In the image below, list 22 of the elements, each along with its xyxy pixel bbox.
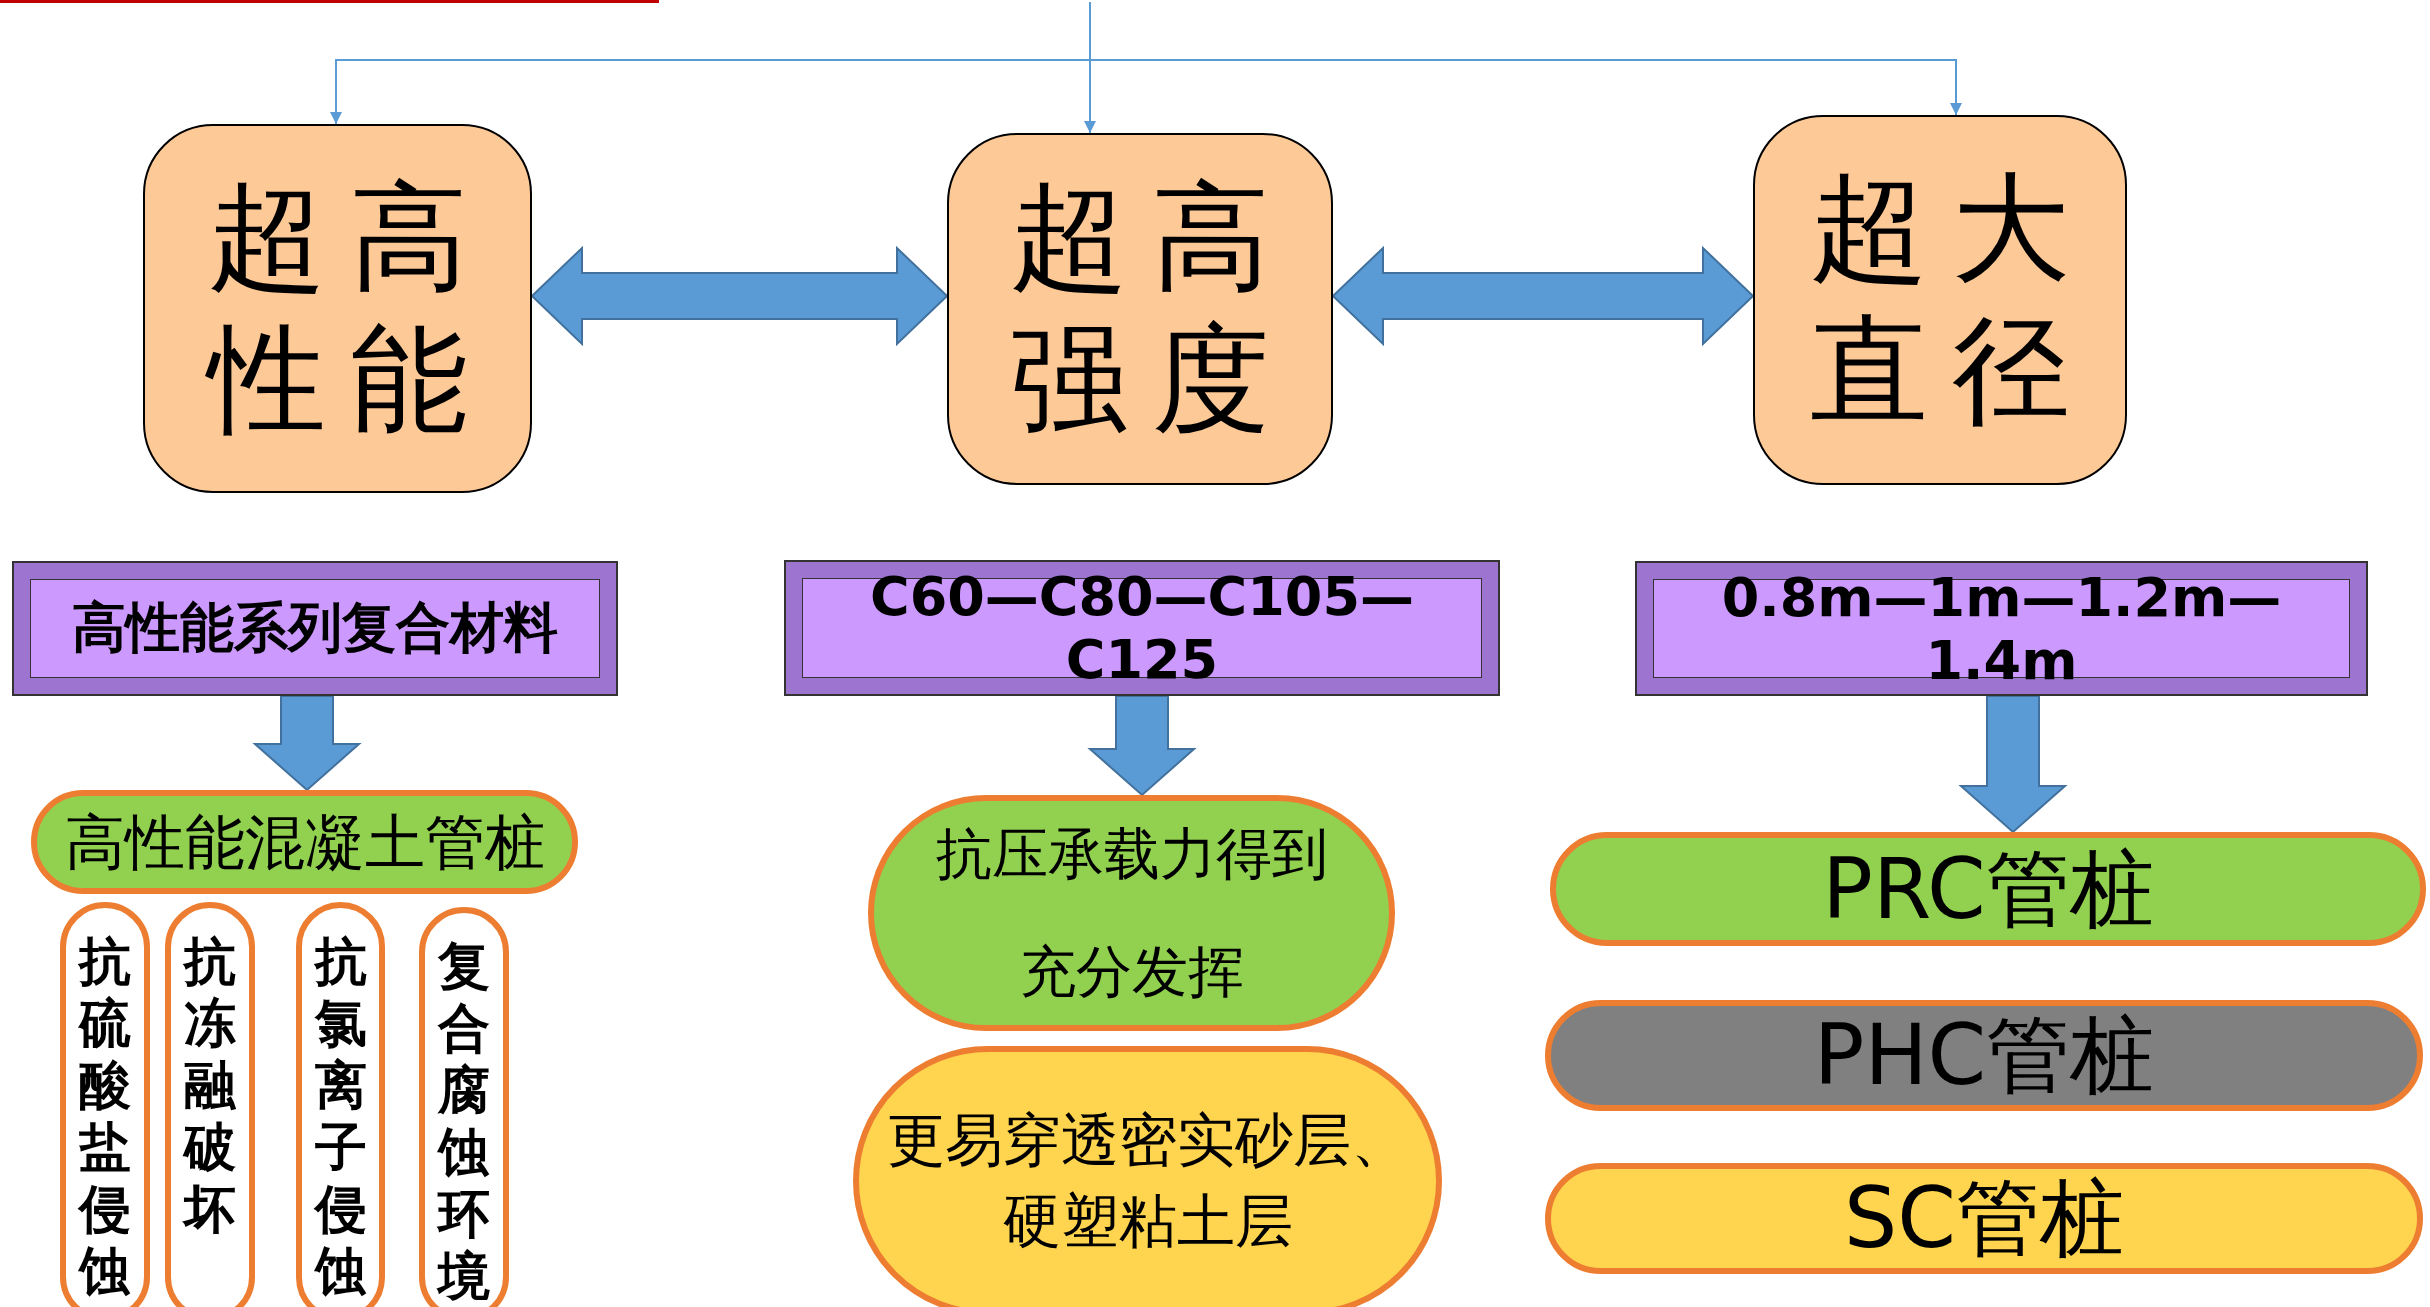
pill-box: 抗压承载力得到充分发挥 — [868, 795, 1395, 1031]
pill-box: 更易穿透密实砂层、硬塑粘土层 — [853, 1046, 1442, 1307]
down-arrow — [252, 695, 362, 792]
double-arrow — [1331, 245, 1755, 347]
beveled-bar: 0.8m—1m—1.2m—1.4m — [1635, 561, 2368, 696]
rounded-box: 超高强度 — [947, 133, 1333, 485]
beveled-bar: C60—C80—C105—C125 — [784, 560, 1500, 696]
vertical-pill: 抗硫酸盐侵蚀 — [60, 902, 150, 1307]
beveled-bar: 高性能系列复合材料 — [12, 561, 618, 696]
down-arrow — [1958, 695, 2068, 834]
vertical-pill: 抗冻融破坏 — [165, 902, 255, 1307]
down-arrow — [1087, 695, 1197, 797]
rounded-box: 超大直径 — [1753, 115, 2127, 485]
pill-box: PRC管桩 — [1550, 832, 2426, 946]
pill-box: PHC管桩 — [1545, 1000, 2423, 1111]
rounded-box: 超高性能 — [143, 124, 532, 493]
pill-box: 高性能混凝土管桩 — [31, 790, 578, 894]
double-arrow — [530, 245, 949, 347]
vertical-pill: 复合腐蚀环境 — [419, 907, 509, 1307]
vertical-pill: 抗氯离子侵蚀 — [296, 902, 385, 1307]
pill-box: SC管桩 — [1545, 1163, 2423, 1274]
connector-arrow — [1089, 1, 1962, 116]
